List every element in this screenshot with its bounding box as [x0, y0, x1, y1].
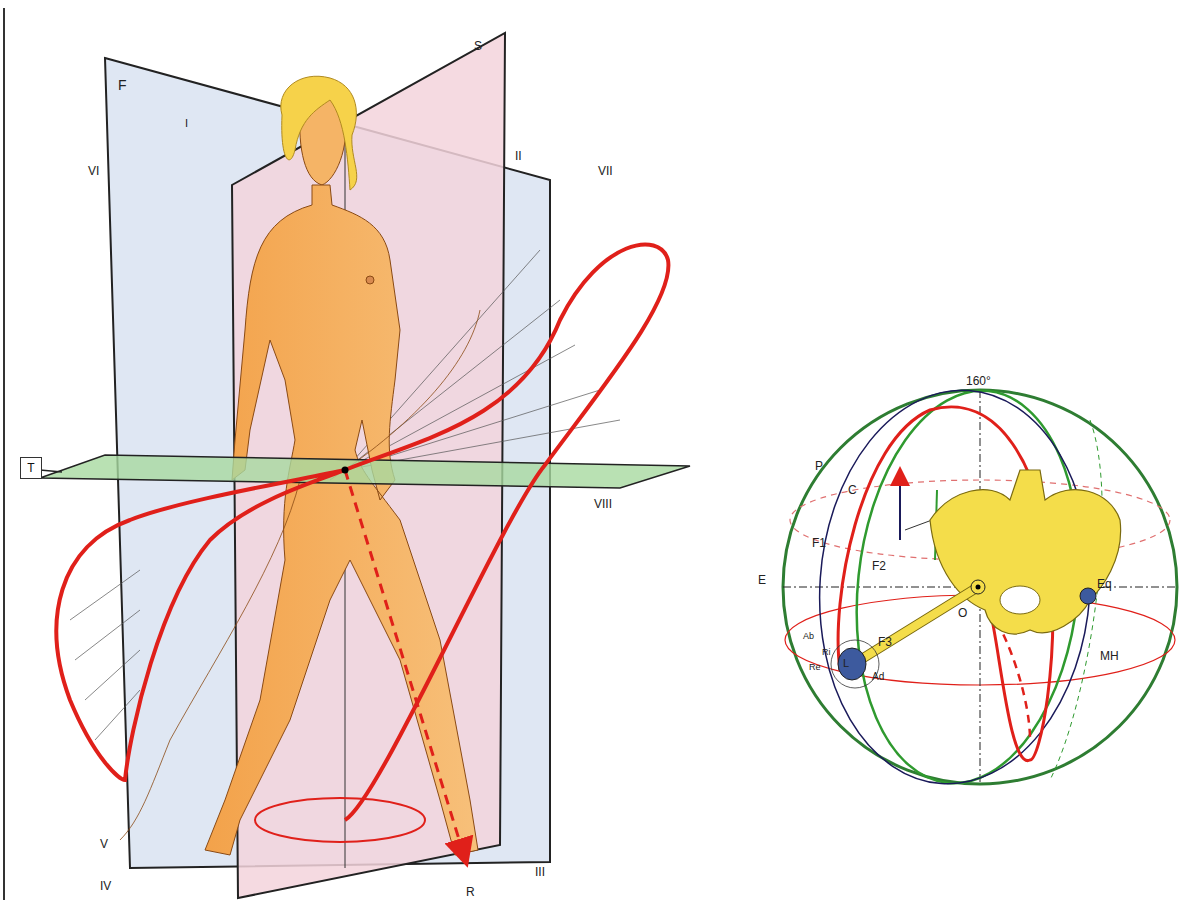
transverse-plane — [40, 455, 690, 488]
callout-label: P — [815, 460, 823, 472]
callout-label: I — [185, 118, 188, 129]
callout-label: R — [466, 886, 475, 898]
callout-label: O — [958, 607, 967, 619]
hip-sphere — [783, 380, 1177, 795]
axis-arrow — [345, 470, 466, 862]
callout-label: F3 — [878, 636, 892, 648]
callout-label: II — [515, 150, 522, 162]
callout-label: V — [100, 838, 108, 850]
callout-label: IV — [100, 880, 111, 892]
callout-label: F1 — [812, 537, 826, 549]
hip-center — [342, 467, 349, 474]
callout-label: Eq — [1097, 578, 1112, 590]
callout-label: Re — [809, 663, 821, 672]
callout-label: F2 — [872, 560, 886, 572]
callout-label: Ab — [803, 632, 814, 641]
callout-label: VIII — [594, 498, 612, 510]
foot-path — [255, 798, 425, 842]
plane-letter: T — [21, 458, 41, 474]
callout-label: Ad — [872, 672, 884, 682]
callout-label: F — [118, 78, 127, 92]
callout-label: L — [843, 658, 849, 669]
callout-label: S — [474, 40, 482, 52]
margin-rule — [3, 8, 5, 900]
circumduction-cone — [57, 244, 669, 820]
callout-label: MH — [1100, 650, 1119, 662]
callout-label: E — [758, 574, 766, 586]
leg-outline — [120, 480, 300, 840]
callout-label: III — [535, 866, 545, 878]
leg-outline — [330, 310, 480, 480]
callout-label: 160° — [966, 375, 991, 387]
plane-tag: T — [20, 457, 42, 479]
callout-label: VII — [598, 165, 613, 177]
callout-label: VI — [88, 165, 99, 177]
callout-label: Ri — [822, 648, 831, 657]
callout-label: C — [848, 484, 857, 496]
